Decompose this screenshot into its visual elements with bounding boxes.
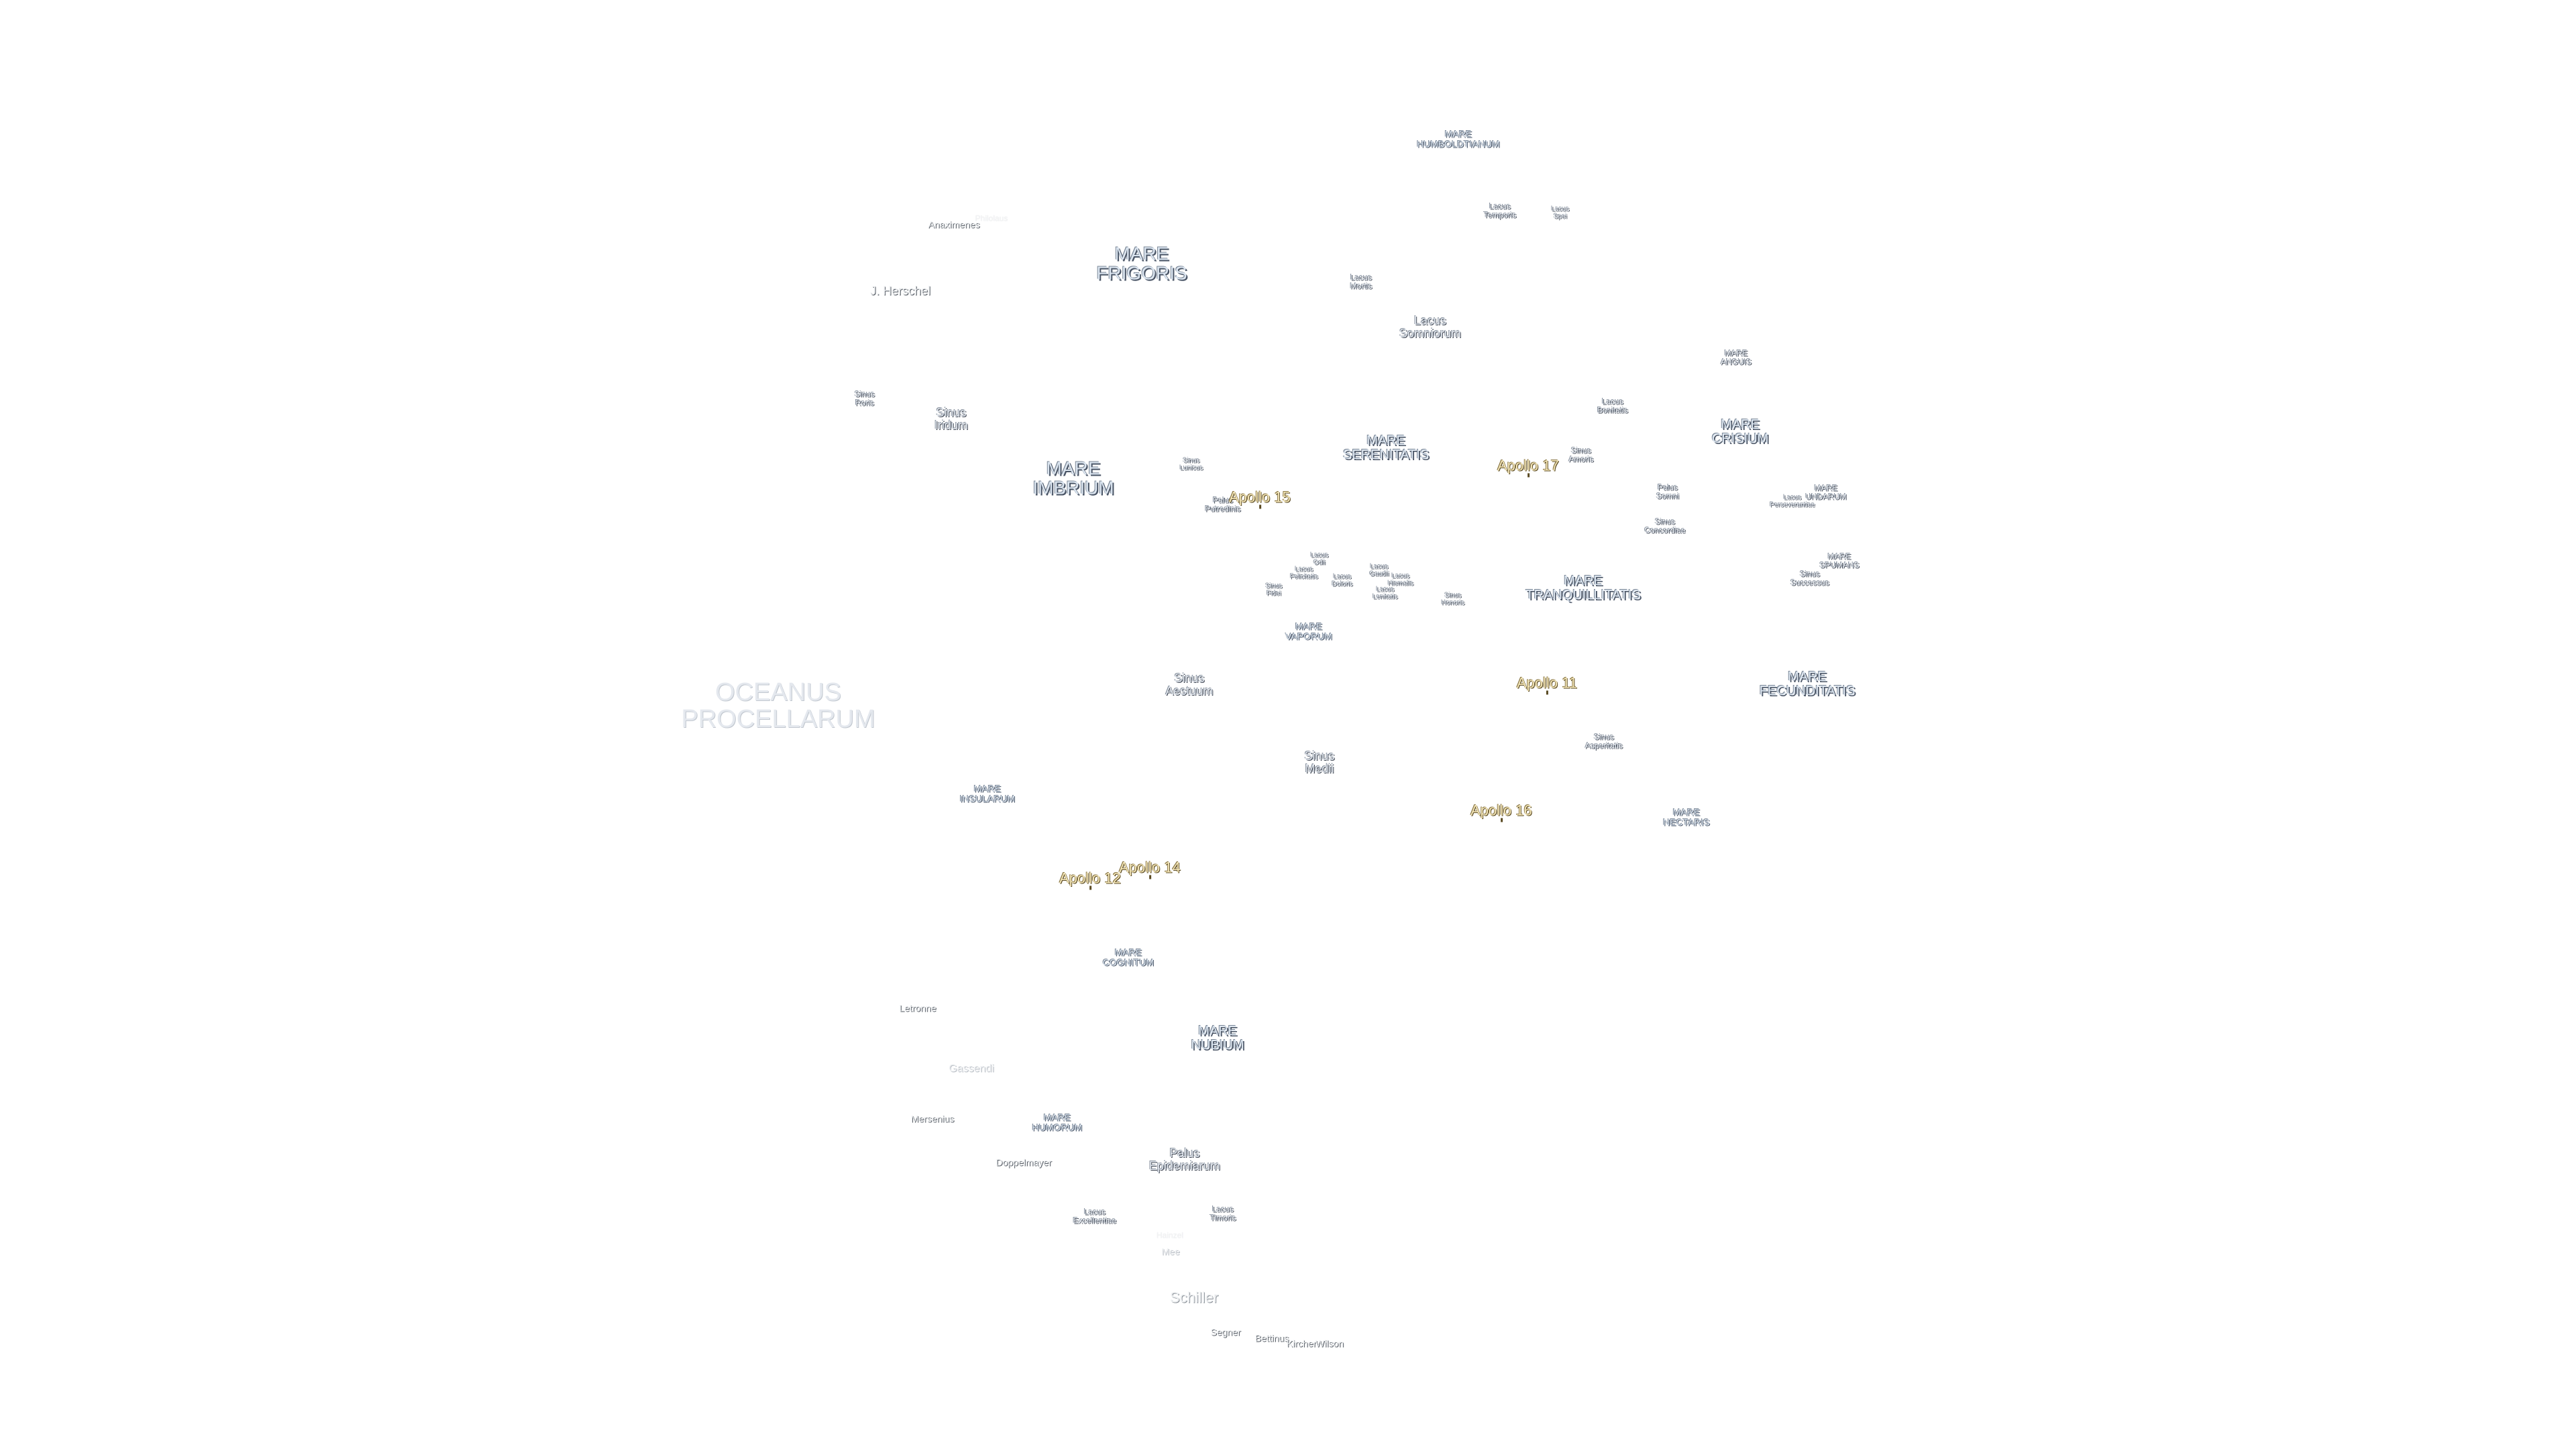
label-lacus-felicitatis[interactable]: Lacus Felicitatis — [1290, 566, 1318, 580]
label-palus-somni[interactable]: Palus Somni — [1656, 482, 1680, 500]
label-mare-crisium[interactable]: MARE CRISIUM — [1711, 417, 1769, 446]
label-lacus-hiemalis[interactable]: Lacus Hiemalis — [1387, 572, 1414, 587]
label-apollo-12[interactable]: Apollo 12 — [1059, 869, 1121, 890]
label-mare-vaporum[interactable]: MARE VAPORUM — [1285, 621, 1332, 641]
label-apollo-14[interactable]: Apollo 14 — [1119, 859, 1181, 879]
label-crater-schiller[interactable]: Schiller — [1169, 1289, 1219, 1306]
label-mare-insularum[interactable]: MARE INSULARUM — [959, 783, 1016, 804]
label-mare-fecunditatis[interactable]: MARE FECUNDITATIS — [1759, 669, 1856, 698]
label-mare-anguis[interactable]: MARE ANGUIS — [1720, 348, 1752, 366]
label-palus-epidemiarum[interactable]: Palus Epidemiarum — [1148, 1146, 1221, 1173]
label-crater-gassendi[interactable]: Gassendi — [949, 1063, 994, 1075]
label-lacus-spei[interactable]: Lacus Spei — [1551, 205, 1570, 220]
label-crater-mersenius[interactable]: Mersenius — [910, 1113, 955, 1124]
label-lacus-bonitatis[interactable]: Lacus Bonitatis — [1597, 396, 1629, 415]
label-sinus-roris[interactable]: Sinus Roris — [854, 389, 875, 407]
label-apollo-11[interactable]: Apollo 11 — [1516, 674, 1578, 695]
label-crater-mee[interactable]: Mee — [1161, 1246, 1180, 1257]
label-sinus-lunicus[interactable]: Sinus Lunicus — [1179, 457, 1203, 472]
label-crater-bettinus[interactable]: Bettinus — [1254, 1332, 1289, 1344]
label-crater-kircher[interactable]: Kircher — [1286, 1338, 1317, 1349]
label-mare-spumans[interactable]: MARE SPUMANS — [1819, 551, 1860, 570]
label-mare-nectaris[interactable]: MARE NECTARIS — [1663, 806, 1710, 827]
label-mare-cognitum[interactable]: MARE COGNITUM — [1102, 947, 1155, 967]
label-crater-hainzel[interactable]: Hainzel — [1156, 1230, 1184, 1240]
label-apollo-17[interactable]: Apollo 17 — [1497, 457, 1559, 478]
label-mare-tranquillitatis[interactable]: MARE TRANQUILLITATIS — [1525, 574, 1641, 602]
label-lacus-temporis[interactable]: Lacus Temporis — [1483, 201, 1517, 219]
label-lacus-mortis[interactable]: Lacus Mortis — [1350, 272, 1373, 290]
label-sinus-honoris[interactable]: Sinus Honoris — [1441, 592, 1465, 606]
label-sinus-medii[interactable]: Sinus Medii — [1304, 749, 1335, 775]
label-sinus-successus[interactable]: Sinus Successus — [1790, 569, 1830, 587]
label-mare-humorum[interactable]: MARE HUMORUM — [1032, 1112, 1083, 1132]
label-mare-humboldtianum[interactable]: MARE HUMBOLDTIANUM — [1417, 128, 1500, 149]
label-crater-letronne[interactable]: Letronne — [899, 1002, 936, 1014]
label-mare-serenitatis[interactable]: MARE SERENITATIS — [1342, 433, 1430, 462]
label-lacus-perseverantiae[interactable]: Lacus Perseverantiae — [1770, 494, 1815, 508]
label-sinus-amoris[interactable]: Sinus Amoris — [1568, 445, 1594, 464]
label-lacus-doloris[interactable]: Lacus Doloris — [1332, 573, 1353, 588]
label-apollo-16[interactable]: Apollo 16 — [1470, 802, 1532, 822]
label-crater-philolaus[interactable]: Philolaus — [975, 213, 1008, 223]
label-sinus-asperitatis[interactable]: Sinus Asperitatis — [1585, 732, 1623, 750]
label-lacus-timoris[interactable]: Lacus Timoris — [1210, 1204, 1236, 1222]
label-oceanus-procellarum[interactable]: OCEANUS PROCELLARUM — [681, 678, 875, 733]
label-mare-undarum[interactable]: MARE UNDARUM — [1805, 483, 1847, 501]
label-sinus-concordiae[interactable]: Sinus Concordiae — [1644, 517, 1686, 535]
label-mare-frigoris[interactable]: MARE FRIGORIS — [1096, 243, 1187, 284]
label-mare-imbrium[interactable]: MARE IMBRIUM — [1032, 458, 1114, 498]
label-lacus-gaudii[interactable]: Lacus Gaudii — [1369, 563, 1389, 578]
label-sinus-iridum[interactable]: Sinus Iridum — [934, 406, 969, 432]
label-sinus-aestuum[interactable]: Sinus Aestuum — [1165, 672, 1214, 698]
label-lacus-somniorum[interactable]: Lacus Somniorum — [1399, 314, 1462, 340]
label-palus-putredinis[interactable]: Palus Putredinis — [1205, 495, 1241, 513]
label-lacus-excellentiae[interactable]: Lacus Excellentiae — [1073, 1207, 1117, 1225]
label-mare-nubium[interactable]: MARE NUBIUM — [1191, 1024, 1244, 1053]
label-lacus-lenitatis[interactable]: Lacus Lenitatis — [1373, 586, 1398, 600]
label-crater-wilson[interactable]: Wilson — [1315, 1338, 1344, 1349]
label-crater-segner[interactable]: Segner — [1210, 1326, 1241, 1338]
label-lacus-odii[interactable]: Lacus Odii — [1310, 551, 1329, 566]
label-crater-doppelmayer[interactable]: Doppelmayer — [996, 1157, 1052, 1168]
label-crater-anaximenes[interactable]: Anaximenes — [928, 219, 980, 230]
label-apollo-15[interactable]: Apollo 15 — [1229, 488, 1291, 509]
label-sinus-fidei[interactable]: Sinus Fidei — [1265, 582, 1283, 597]
label-crater-j-herschel[interactable]: J. Herschel — [869, 284, 931, 298]
